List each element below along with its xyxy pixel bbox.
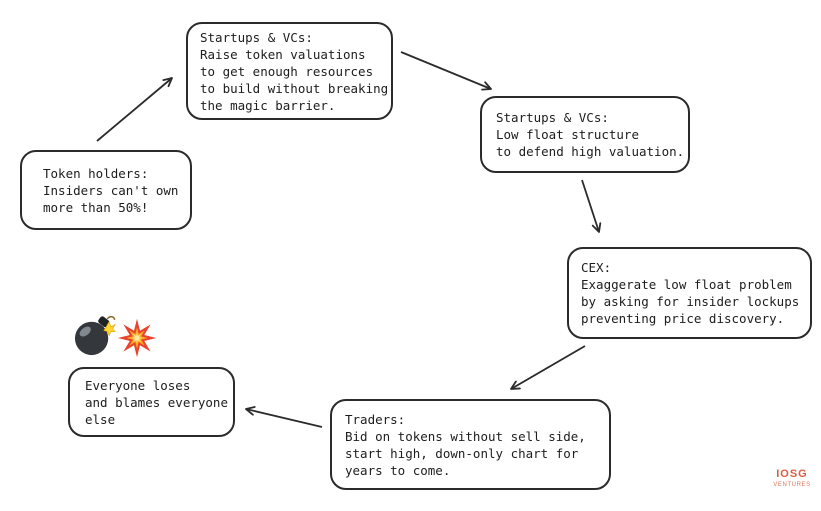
arrow-token-holders-to-startups-raise	[96, 77, 173, 142]
node-everyone-loses: Everyone loses and blames everyone else	[68, 367, 235, 437]
node-token-holders: Token holders: Insiders can't own more t…	[20, 150, 192, 230]
node-cex-text: CEX: Exaggerate low float problem by ask…	[581, 260, 800, 326]
node-startups-low-float: Startups & VCs: Low float structure to d…	[480, 96, 690, 173]
node-cex: CEX: Exaggerate low float problem by ask…	[567, 247, 812, 339]
arrow-cex-to-traders	[510, 345, 586, 390]
arrow-low-float-to-cex	[581, 179, 602, 233]
arrow-traders-to-everyone-loses	[245, 406, 323, 428]
node-startups-low-float-text: Startups & VCs: Low float structure to d…	[496, 110, 685, 159]
logo-wordmark: IOSG	[776, 468, 808, 480]
bomb-icon	[74, 315, 116, 356]
arrow-startups-raise-to-low-float	[400, 51, 492, 91]
node-traders-text: Traders: Bid on tokens without sell side…	[345, 411, 586, 478]
collision-icon	[117, 318, 157, 358]
node-startups-raise-valuations: Startups & VCs: Raise token valuations t…	[186, 22, 393, 120]
logo-subtitle: VENTURES	[773, 482, 811, 488]
node-everyone-loses-text: Everyone loses and blames everyone else	[85, 377, 228, 427]
node-traders: Traders: Bid on tokens without sell side…	[330, 399, 611, 490]
node-startups-raise-valuations-text: Startups & VCs: Raise token valuations t…	[200, 29, 389, 113]
node-token-holders-text: Token holders: Insiders can't own more t…	[43, 165, 179, 215]
iosg-ventures-logo: IOSG VENTURES	[771, 468, 813, 489]
